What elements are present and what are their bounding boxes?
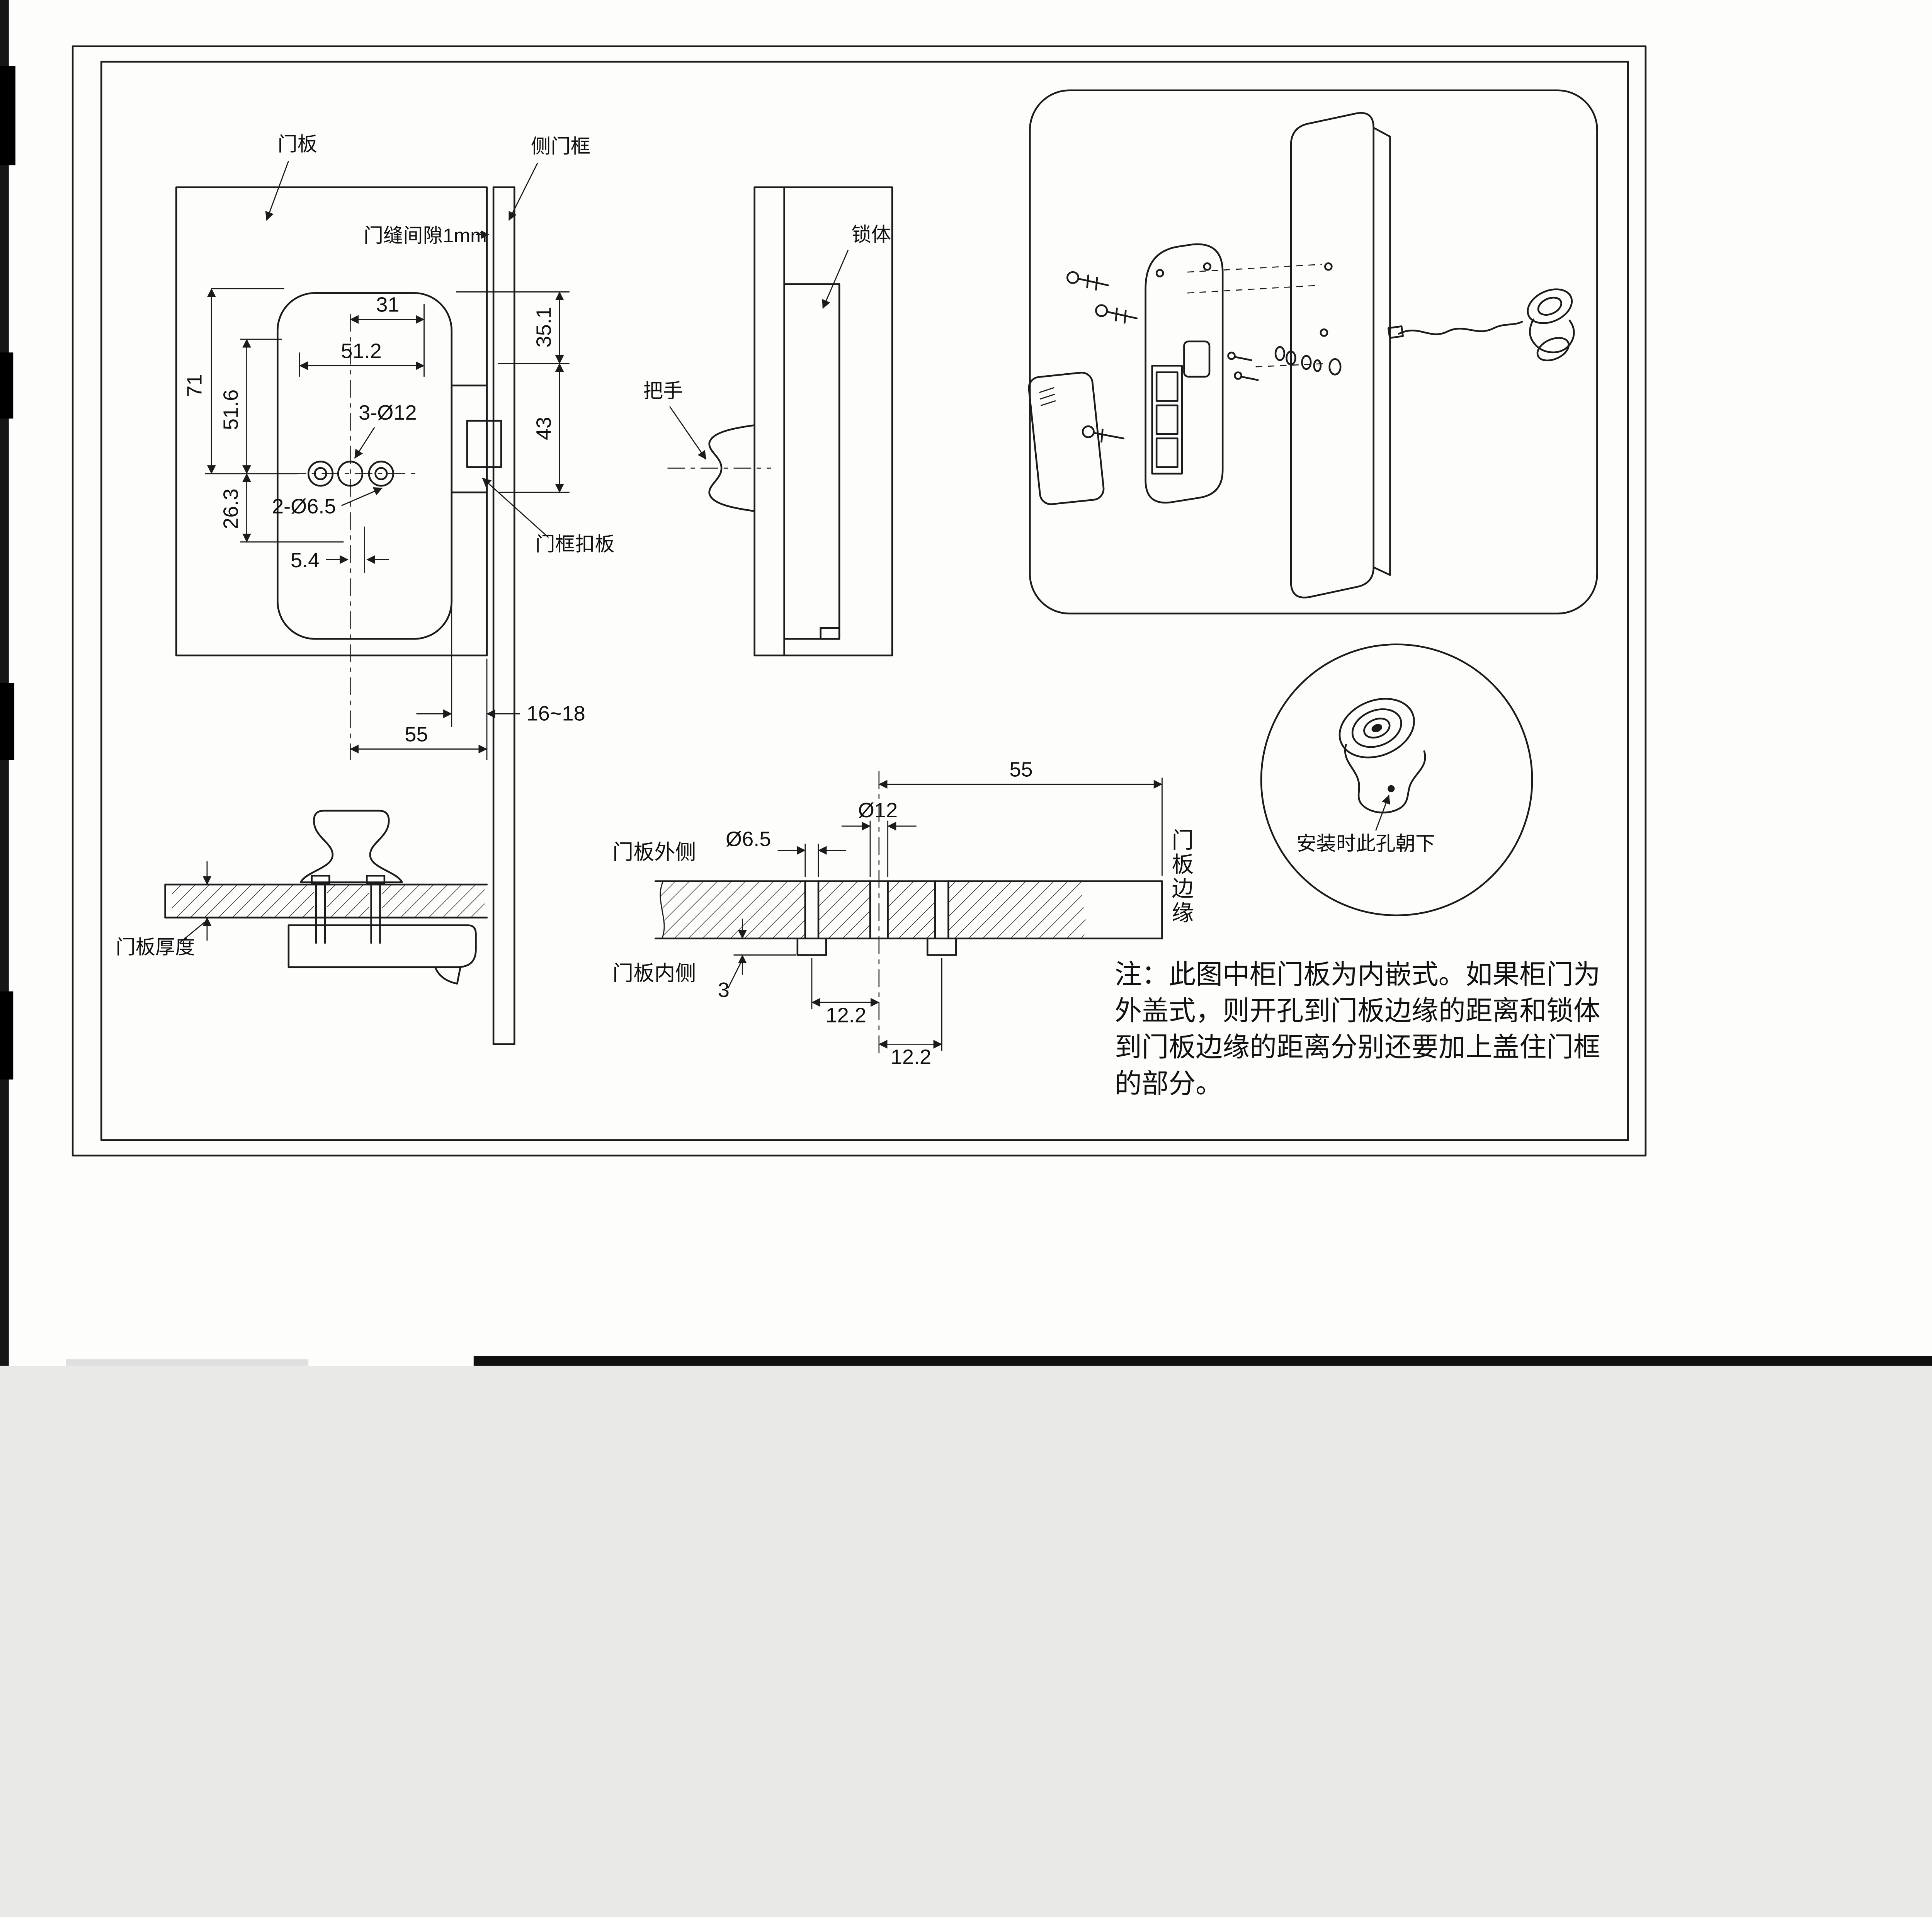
dim-55-section: 55 xyxy=(1009,758,1032,781)
note-line-4: 的部分。 xyxy=(1115,1069,1223,1099)
door-panel-label: 门板 xyxy=(277,133,317,155)
exploded-view-frame xyxy=(1029,89,1598,615)
dim-dia12: Ø12 xyxy=(858,799,898,822)
panel-thickness-label: 门板厚度 xyxy=(116,936,195,958)
dim-55-front: 55 xyxy=(405,723,428,746)
orientation-hole xyxy=(1388,785,1395,793)
lock-body-side xyxy=(783,283,840,640)
strike-plate-label: 门框扣板 xyxy=(535,533,614,555)
panel-edge-label: 门板边缘 xyxy=(1168,828,1194,925)
detail-circle-view: 安装时此孔朝下 xyxy=(1260,643,1533,917)
panel-inner-label: 门板内侧 xyxy=(612,962,696,985)
note-line-1: 注：此图中柜门板为内嵌式。如果柜门为 xyxy=(1115,960,1600,990)
lock-body-label: 锁体 xyxy=(852,223,891,245)
lock-body-section xyxy=(287,924,477,968)
section-view: Ø6.5 Ø12 55 3 12.2 12.2 门板外侧 门板内侧 门板边缘 xyxy=(612,758,1193,1069)
dim-71: 71 xyxy=(183,374,206,397)
exploded-door-panel xyxy=(1290,112,1391,599)
dim-43: 43 xyxy=(532,417,555,440)
dim-dia6-5: Ø6.5 xyxy=(726,827,771,850)
dim-51-6: 51.6 xyxy=(219,390,243,430)
side-frame-label: 侧门框 xyxy=(531,135,590,157)
detail-circle-outline xyxy=(1260,643,1533,917)
technical-drawing: 31 51.2 71 51.6 26.3 3-Ø12 2-Ø6.5 5.4 35… xyxy=(0,0,1932,1366)
dim-16-18: 16~18 xyxy=(527,702,585,725)
dim-31: 31 xyxy=(376,293,399,316)
exploded-view xyxy=(1028,89,1598,615)
dim-35-1: 35.1 xyxy=(532,307,555,347)
exploded-lock-body xyxy=(1145,243,1224,504)
alignment-lines xyxy=(1187,264,1328,367)
scan-artifacts xyxy=(0,0,1932,1366)
side-view: 锁体 把手 xyxy=(643,186,893,657)
dim-3xd12: 3-Ø12 xyxy=(359,401,417,424)
drawing-page: 31 51.2 71 51.6 26.3 3-Ø12 2-Ø6.5 5.4 35… xyxy=(0,0,1932,1366)
note-block: 注：此图中柜门板为内嵌式。如果柜门为 外盖式，则开孔到门板边缘的距离和锁体 到门… xyxy=(1115,960,1600,1099)
bottom-left-section: 门板厚度 xyxy=(116,810,488,985)
front-view: 31 51.2 71 51.6 26.3 3-Ø12 2-Ø6.5 5.4 35… xyxy=(175,133,615,1045)
cable-and-knob xyxy=(1387,288,1575,362)
install-orientation-label: 安装时此孔朝下 xyxy=(1296,833,1435,855)
dim-3: 3 xyxy=(718,978,730,1002)
note-line-2: 外盖式，则开孔到门板边缘的距离和锁体 xyxy=(1115,997,1600,1026)
dim-2xd6-5: 2-Ø6.5 xyxy=(272,495,336,518)
panel-outer-label: 门板外侧 xyxy=(612,840,696,864)
side-frame-outline xyxy=(753,186,893,657)
knob-detail xyxy=(1338,698,1426,814)
dim-12-2-a: 12.2 xyxy=(826,1004,866,1027)
handle-section xyxy=(299,810,403,883)
battery-cover xyxy=(1028,372,1105,505)
sheet-border xyxy=(71,45,1647,1157)
dim-5-4: 5.4 xyxy=(291,549,320,572)
note-line-3: 到门板边缘的距离分别还要加上盖住门框 xyxy=(1115,1033,1600,1063)
handle-profile xyxy=(708,424,755,512)
section-screws xyxy=(311,874,386,944)
handle-label: 把手 xyxy=(643,380,683,402)
strike-plate xyxy=(451,384,502,493)
dim-51-2: 51.2 xyxy=(341,339,381,362)
dim-12-2-b: 12.2 xyxy=(891,1046,931,1069)
door-gap-label: 门缝间隙1mm xyxy=(364,225,487,247)
screws xyxy=(1066,271,1322,443)
dim-26-3: 26.3 xyxy=(219,488,243,529)
